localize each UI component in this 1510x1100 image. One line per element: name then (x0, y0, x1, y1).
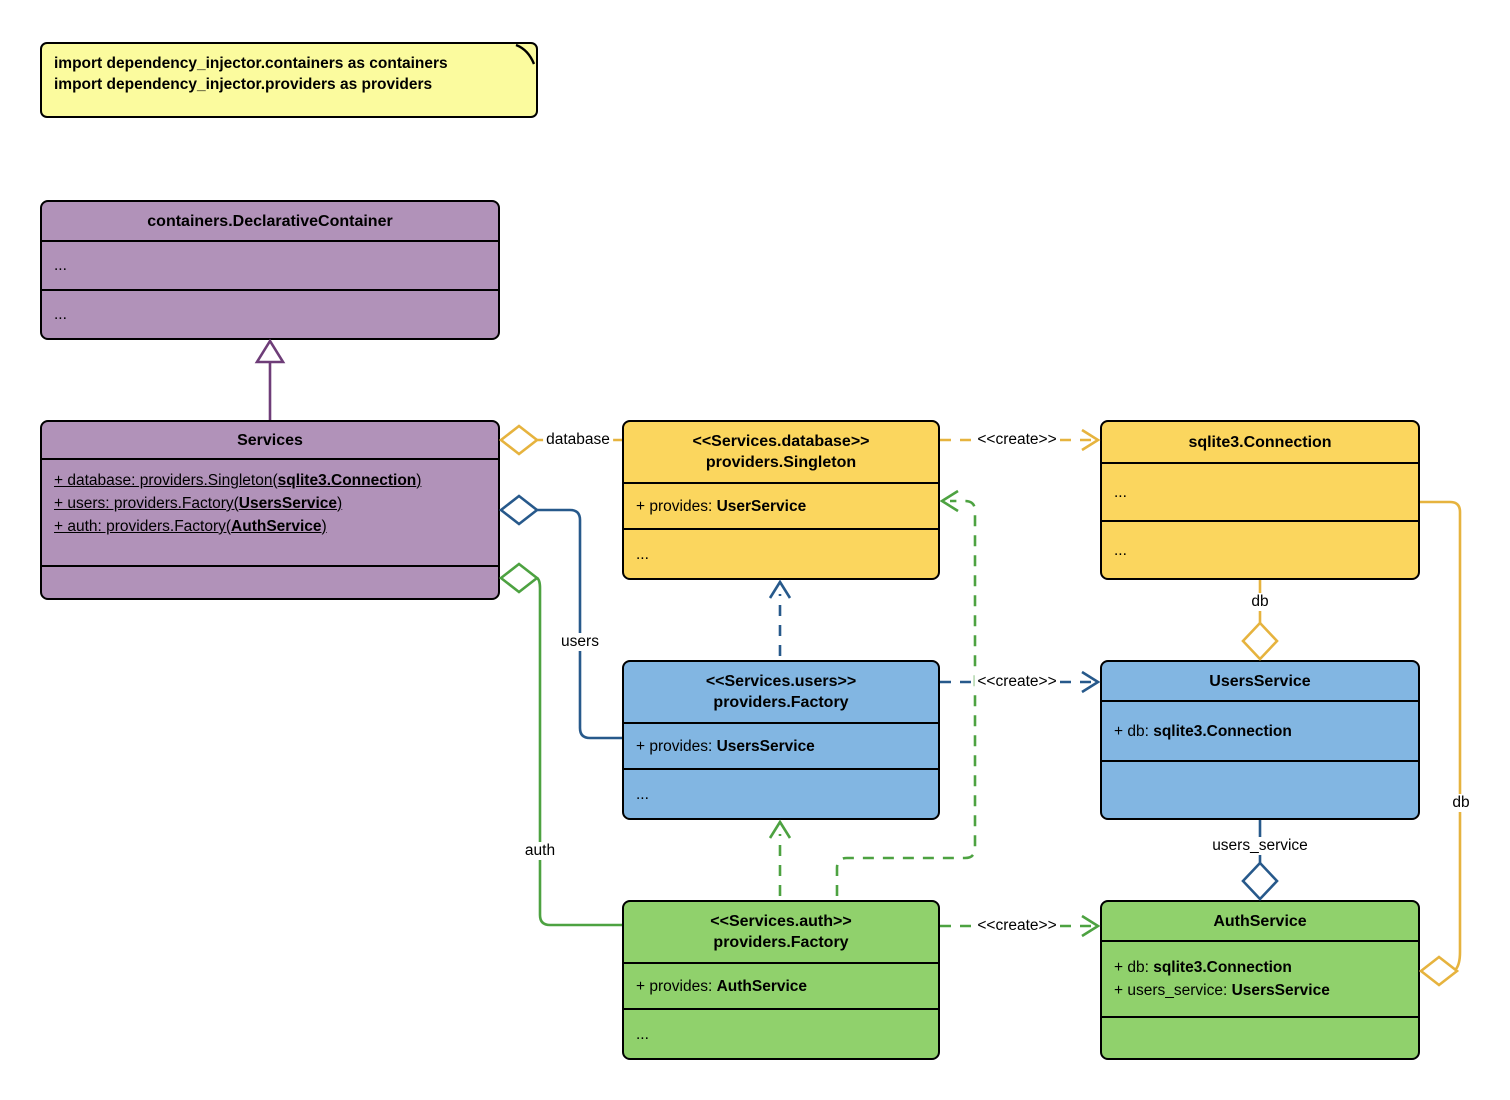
aggregation-diamond (1241, 861, 1279, 901)
class-title-text: providers.Factory (713, 934, 849, 951)
class-section: ... (42, 289, 498, 338)
attribute-line: + users: providers.Factory(UsersService) (54, 495, 343, 512)
attribute-line: + auth: providers.Factory(AuthService) (54, 518, 327, 535)
class-services: Services + database: providers.Singleton… (40, 420, 500, 600)
edge-label-auth: auth (521, 842, 559, 860)
open-arrowhead (768, 819, 792, 839)
class-section: ... (42, 240, 498, 289)
attribute-line: + db: sqlite3.Connection (1114, 959, 1292, 976)
class-title: containers.DeclarativeContainer (147, 212, 393, 230)
class-title: UsersService (1209, 672, 1311, 690)
ellipsis-text: ... (636, 545, 649, 563)
stereotype: <<Services.users>> (705, 673, 857, 690)
attribute-line: + provides: AuthService (636, 977, 808, 995)
edge-inheritance (254, 338, 286, 420)
stereotype: <<Services.auth>> (710, 913, 852, 930)
edge-db-aggregation-users-service (1241, 580, 1279, 661)
class-section: ... (624, 528, 938, 578)
attribute-line: + provides: UsersService (636, 737, 815, 755)
class-section: ... (1102, 520, 1418, 578)
ellipsis-text: ... (1114, 483, 1127, 501)
aggregation-diamond (498, 562, 540, 594)
class-section: ... (1102, 462, 1418, 520)
edge-label-create: <<create>> (974, 673, 1060, 691)
class-section (42, 565, 498, 598)
class-sqlite3-connection: sqlite3.Connection ... ... (1100, 420, 1420, 580)
aggregation-diamond (498, 494, 540, 526)
class-section: + provides: AuthService (624, 962, 938, 1008)
class-section: + db: sqlite3.Connection (1102, 700, 1418, 760)
stereotype: <<Services.database>> (692, 433, 870, 450)
class-title-text: providers.Factory (713, 694, 849, 711)
edge-users-aggregation (498, 494, 622, 740)
aggregation-diamond (498, 424, 540, 456)
class-section: ... (624, 768, 938, 818)
uml-note: import dependency_injector.containers as… (40, 42, 538, 118)
class-title: <<Services.users>> providers.Factory (624, 662, 938, 722)
edge-auth-aggregation (498, 562, 622, 927)
class-section (1102, 1016, 1418, 1058)
attribute-line: + database: providers.Singleton(sqlite3.… (54, 472, 422, 489)
edge-label-users: users (558, 633, 602, 651)
attribute-line: + db: sqlite3.Connection (1114, 722, 1292, 740)
class-section: ... (624, 1008, 938, 1058)
ellipsis-text: ... (54, 257, 67, 274)
class-users-factory: <<Services.users>> providers.Factory + p… (622, 660, 940, 820)
edge-dependency-users-to-singleton (768, 579, 792, 656)
class-title: Services (237, 431, 303, 449)
note-line: import dependency_injector.providers as … (54, 76, 433, 93)
edge-label-create: <<create>> (974, 917, 1060, 935)
note-line: import dependency_injector.containers as… (54, 55, 448, 72)
open-arrowhead (1081, 914, 1101, 938)
edge-label-users-service: users_service (1209, 837, 1311, 855)
class-auth-service: AuthService + db: sqlite3.Connection + u… (1100, 900, 1420, 1060)
class-database-singleton: <<Services.database>> providers.Singleto… (622, 420, 940, 580)
class-section: + provides: UsersService (624, 722, 938, 768)
class-title-text: providers.Singleton (705, 454, 857, 471)
edge-label-database: database (543, 431, 613, 449)
edge-label-create: <<create>> (974, 431, 1060, 449)
edge-label-db: db (1449, 794, 1473, 812)
class-title: sqlite3.Connection (1188, 433, 1332, 451)
class-auth-factory: <<Services.auth>> providers.Factory + pr… (622, 900, 940, 1060)
aggregation-diamond (1241, 621, 1279, 661)
class-section: + provides: UserService (624, 482, 938, 528)
edge-label-db: db (1248, 593, 1272, 611)
class-title: <<Services.database>> providers.Singleto… (624, 422, 938, 482)
class-section (1102, 760, 1418, 818)
note-fold-icon (515, 44, 536, 65)
class-users-service: UsersService + db: sqlite3.Connection (1100, 660, 1420, 820)
ellipsis-text: ... (636, 1025, 649, 1043)
edge-dependency-auth-to-users (768, 819, 792, 896)
edge-db-aggregation-auth-service (1418, 500, 1462, 987)
class-declarative-container: containers.DeclarativeContainer ... ... (40, 200, 500, 340)
edge-users-service-aggregation (1241, 820, 1279, 901)
open-arrowhead (1081, 428, 1101, 452)
class-title: <<Services.auth>> providers.Factory (624, 902, 938, 962)
attribute-line: + users_service: UsersService (1114, 982, 1330, 999)
ellipsis-text: ... (636, 785, 649, 803)
attribute-line: + provides: UserService (636, 497, 807, 515)
ellipsis-text: ... (54, 306, 67, 323)
ellipsis-text: ... (1114, 541, 1127, 559)
open-arrowhead (1081, 670, 1101, 694)
hollow-triangle-arrowhead (254, 338, 286, 364)
class-section: + database: providers.Singleton(sqlite3.… (42, 458, 498, 565)
open-arrowhead (768, 579, 792, 599)
class-section: + db: sqlite3.Connection + users_service… (1102, 940, 1418, 1016)
open-arrowhead (939, 489, 959, 513)
class-title: AuthService (1213, 912, 1307, 930)
aggregation-diamond (1418, 955, 1460, 987)
